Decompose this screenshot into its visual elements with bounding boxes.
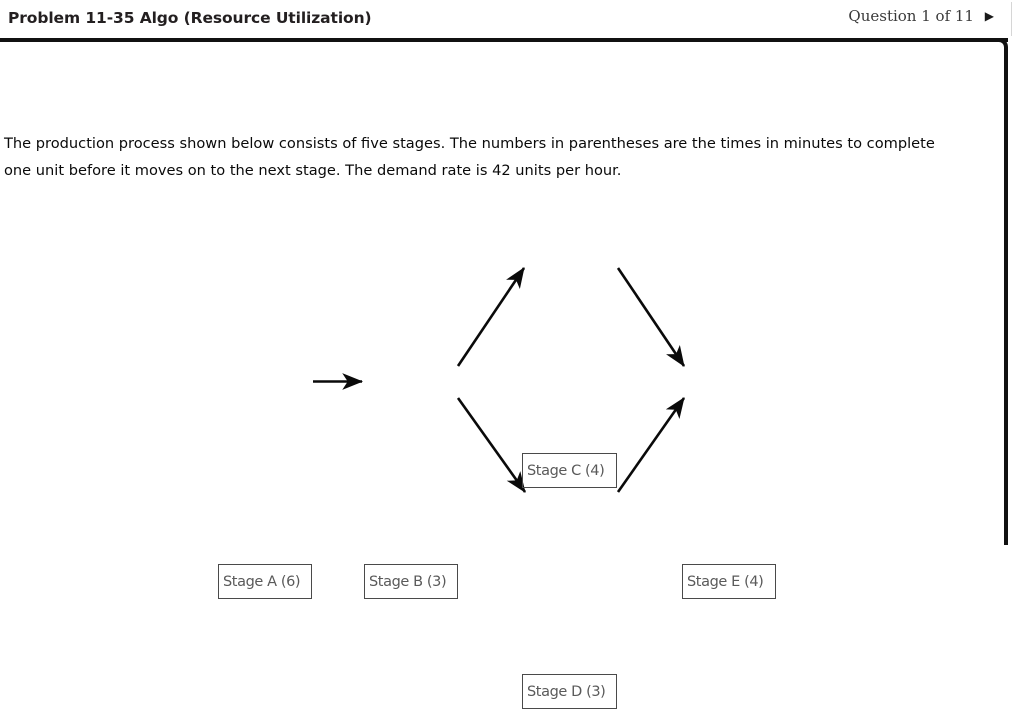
stage-label-b: Stage B (3) [369, 573, 447, 590]
stage-box-b: Stage B (3) [364, 564, 458, 599]
stage-label-d: Stage D (3) [527, 683, 606, 700]
flow-arrow-b-to-d [456, 397, 527, 493]
page-title: Problem 11-35 Algo (Resource Utilization… [8, 9, 372, 27]
diagram-arrows-layer [313, 267, 686, 493]
problem-prompt-text: The production process shown below consi… [4, 135, 935, 179]
question-counter-label: Question 1 of 11 [848, 7, 974, 25]
stage-box-a: Stage A (6) [218, 564, 312, 599]
flow-arrow-c-to-e [616, 267, 686, 367]
stage-label-a: Stage A (6) [223, 573, 301, 590]
stage-label-c: Stage C (4) [527, 462, 605, 479]
next-question-arrow-icon[interactable]: ▶ [984, 9, 994, 23]
question-counter: Question 1 of 11 ▶ [848, 7, 994, 25]
flow-arrow-b-to-c [456, 267, 526, 367]
page-header: Problem 11-35 Algo (Resource Utilization… [0, 0, 1024, 38]
stage-box-c: Stage C (4) [522, 453, 617, 488]
stage-box-e: Stage E (4) [682, 564, 776, 599]
header-divider [1011, 2, 1012, 36]
process-flow-diagram: Stage A (6) Stage B (3) Stage C (4) Stag… [0, 200, 1010, 709]
stage-label-e: Stage E (4) [687, 573, 764, 590]
stage-box-d: Stage D (3) [522, 674, 617, 709]
flow-arrow-d-to-e [616, 397, 686, 493]
